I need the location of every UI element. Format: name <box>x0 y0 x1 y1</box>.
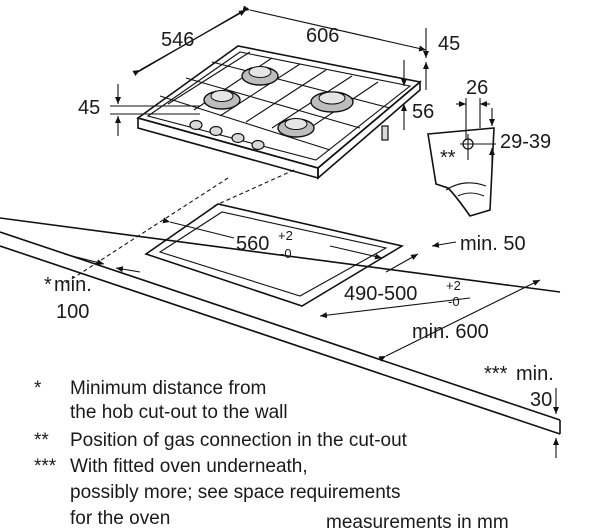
burner-front-right <box>277 118 315 138</box>
units-note: measurements in mm <box>326 512 509 532</box>
legend: * Minimum distance from the hob cut-out … <box>34 378 509 532</box>
gas-connection-detail: ** 26 29-39 <box>427 77 551 217</box>
dim-worktop-min: min. 600 <box>412 321 489 343</box>
burner-front-left <box>203 90 241 110</box>
dim-wall-min: min. <box>54 274 92 296</box>
dim-hob-width: 606 <box>306 25 339 47</box>
cutout-dimensions: 560 +2 -0 490-500 +2 -0 min. 50 * min. 1… <box>44 217 559 458</box>
worktop-drawing <box>0 169 561 435</box>
burner-rear-right <box>310 91 354 113</box>
dim-gas-offset: 26 <box>466 77 488 99</box>
cutout-outline <box>144 203 405 307</box>
legend-text-wall-1: Minimum distance from <box>70 378 266 399</box>
dim-cutout-width: 560 <box>236 233 269 255</box>
dim-hob-depth: 546 <box>161 29 194 51</box>
dim-cutout-width-tol-minus: -0 <box>280 246 292 261</box>
legend-text-gas-1: Position of gas connection in the cut-ou… <box>70 430 408 451</box>
legend-item-oven: *** With fitted oven underneath, possibl… <box>34 456 401 529</box>
control-knobs <box>189 119 265 151</box>
hob-dimensions: 546 606 45 45 56 <box>78 5 460 136</box>
dim-oven-min: min. <box>516 363 554 385</box>
dim-cutout-width-tol-plus: +2 <box>278 228 293 243</box>
wall-marker: * <box>44 274 52 296</box>
legend-text-oven-1: With fitted oven underneath, <box>70 456 308 477</box>
dim-gas-height: 29-39 <box>500 131 551 153</box>
hob-drawing <box>136 45 422 180</box>
dim-hob-right-depth: 56 <box>412 101 434 123</box>
dim-wall-value: 100 <box>56 301 89 323</box>
dim-cutout-depth-tol-plus: +2 <box>446 278 461 293</box>
oven-marker: *** <box>484 363 508 385</box>
legend-text-oven-3: for the oven <box>70 508 170 529</box>
legend-item-wall: * Minimum distance from the hob cut-out … <box>34 378 288 423</box>
dim-top-height: 45 <box>78 97 100 119</box>
dim-hob-height: 45 <box>438 33 460 55</box>
dim-cutout-depth-tol-minus: -0 <box>448 294 460 309</box>
dim-oven-value: 30 <box>530 389 552 411</box>
legend-item-gas: ** Position of gas connection in the cut… <box>34 430 408 451</box>
burner-rear-left <box>241 66 279 86</box>
legend-marker-gas: ** <box>34 430 49 451</box>
gas-position-marker: ** <box>440 147 456 169</box>
legend-text-wall-2: the hob cut-out to the wall <box>70 402 288 423</box>
gas-pipe-stub <box>381 125 389 141</box>
dim-min-back: min. 50 <box>460 233 526 255</box>
legend-marker-oven: *** <box>34 456 57 477</box>
legend-marker-wall: * <box>34 378 42 399</box>
dim-cutout-depth: 490-500 <box>344 283 417 305</box>
legend-text-oven-2: possibly more; see space requirements <box>70 482 401 503</box>
